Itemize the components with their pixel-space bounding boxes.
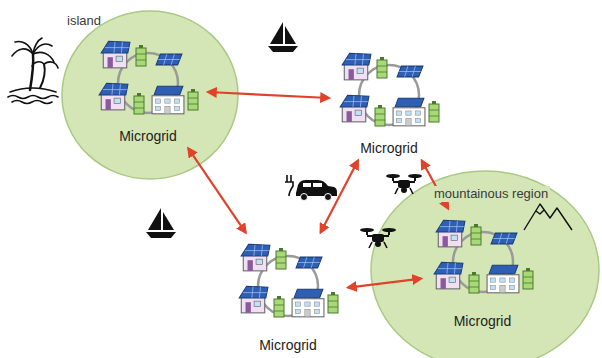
microgrid-illustration <box>233 236 343 328</box>
microgrid-node: Microgrid <box>92 33 204 145</box>
microgrid-label: Microgrid <box>119 128 177 144</box>
region-ellipse <box>55 5 245 180</box>
microgrid-label: Microgrid <box>259 337 317 353</box>
microgrid-label: Microgrid <box>454 313 512 329</box>
sailboat-icon <box>146 208 176 238</box>
microgrid-node: Microgrid <box>425 212 540 330</box>
microgrid-illustration <box>428 212 538 304</box>
exchange-arrow <box>321 161 358 233</box>
microgrid-node: Microgrid <box>232 236 344 354</box>
region-label: island <box>67 13 101 29</box>
microgrid-illustration <box>93 33 203 125</box>
palm-tree-icon <box>8 38 58 104</box>
exchange-arrow <box>188 148 245 232</box>
region-label: mountainous region <box>432 186 550 202</box>
electric-car-icon <box>285 175 337 201</box>
region-circle: mountainous regionMicrogrid <box>368 170 602 358</box>
sailboat-icon <box>268 22 298 52</box>
microgrid-node: Microgrid <box>333 45 445 157</box>
microgrid-illustration <box>334 45 444 137</box>
region-circle: islandMicrogrid <box>55 5 245 180</box>
microgrid-label: Microgrid <box>360 140 418 156</box>
